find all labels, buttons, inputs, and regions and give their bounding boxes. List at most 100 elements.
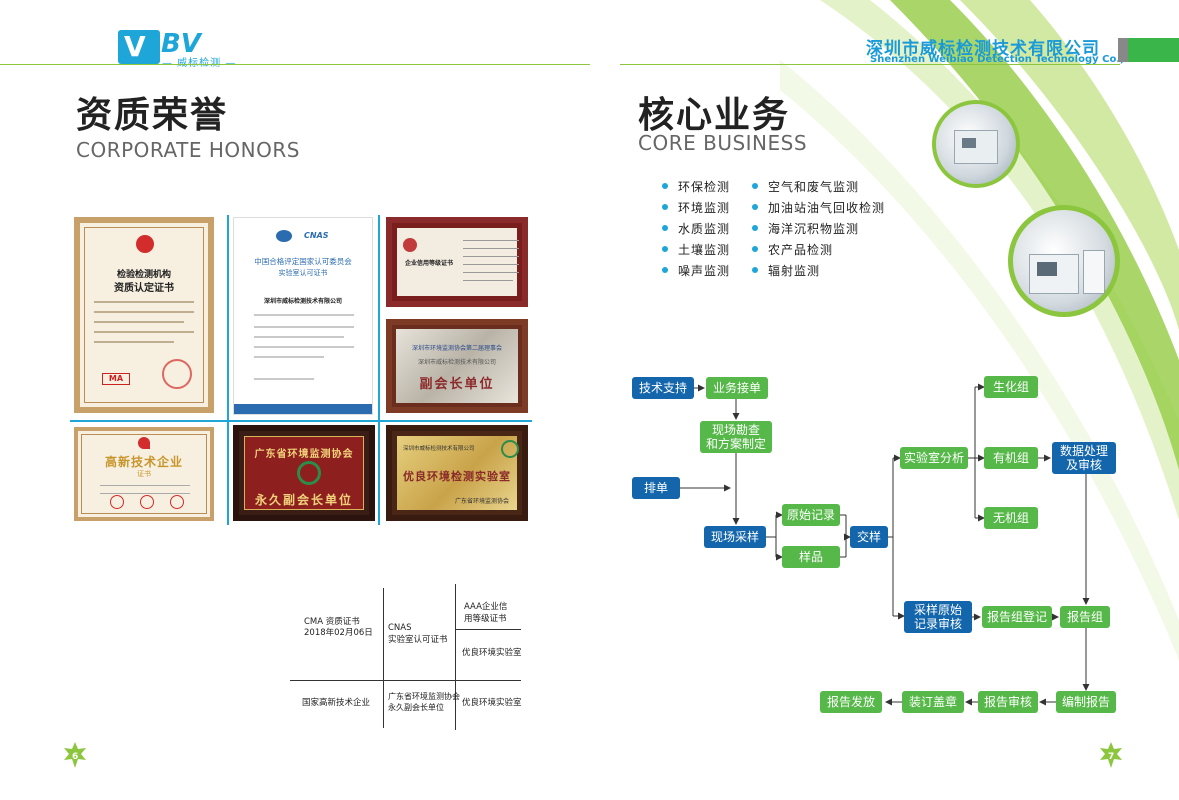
business-item: 海洋沉积物监测	[768, 222, 860, 236]
vice-org: 深圳市环境监测协会第二届理事会	[411, 345, 502, 352]
business-list: 环保检测 环境监测 水质监测 土壤监测 噪声监测 空气和废气监测 加油站油气回收…	[660, 178, 920, 288]
left-title-cn: 资质荣誉	[76, 95, 229, 136]
seal-icon	[170, 495, 184, 509]
flow-sampling-review: 采样原始 记录审核	[904, 601, 972, 633]
association-logo-icon	[501, 440, 519, 458]
logo-text: BV	[161, 29, 202, 59]
business-item: 环保检测	[678, 180, 731, 194]
flow-organic-group: 有机组	[984, 447, 1038, 469]
legend-divider	[456, 629, 521, 630]
flow-data-processing: 数据处理 及审核	[1052, 442, 1116, 474]
legend-aaa-1: AAA企业信	[464, 602, 508, 612]
ilac-logo-icon	[276, 230, 292, 242]
company-name-cn: 深圳市威标检测技术有限公司	[866, 39, 1100, 59]
hitech-logo-icon	[138, 437, 150, 449]
page-number-left: 6	[72, 752, 79, 762]
hitech-text: 高新技术企业	[104, 455, 183, 469]
bullet-icon	[752, 225, 758, 231]
flow-tech-support: 技术支持	[632, 377, 694, 399]
cma-title-1: 检验检测机构	[116, 270, 171, 280]
legend-aaa-2: 用等级证书	[464, 614, 507, 624]
page-number-right: 7	[1108, 752, 1115, 762]
bullet-icon	[662, 225, 668, 231]
lab-equipment-photo-2	[1008, 205, 1120, 317]
lab-org: 广东省环境监测协会	[454, 498, 509, 505]
business-item: 农产品检测	[768, 243, 834, 257]
header-bar-green	[1128, 38, 1179, 62]
left-title-en: CORPORATE HONORS	[76, 138, 300, 162]
flow-report-registration: 报告组登记	[982, 606, 1052, 628]
flow-site-survey: 现场勘查 和方案制定	[700, 421, 772, 453]
leaf-icon	[1100, 742, 1122, 768]
cnas-sub: 实验室认可证书	[278, 269, 328, 277]
header-divider-right	[620, 64, 1120, 65]
vice-text: 副会长单位	[419, 377, 495, 392]
flow-handover: 交样	[850, 526, 888, 548]
flow-site-survey-line2: 和方案制定	[705, 437, 766, 451]
bullet-icon	[752, 246, 758, 252]
legend-gd-2: 永久副会长单位	[388, 703, 444, 712]
lab-equipment-photo-1	[932, 100, 1020, 188]
red-seal-icon	[162, 359, 192, 389]
cnas-company: 深圳市威标检测技术有限公司	[263, 298, 342, 305]
legend-excellent-lab-1: 优良环境实验室	[462, 648, 522, 658]
bullet-icon	[752, 204, 758, 210]
flow-business-order: 业务接单	[706, 377, 768, 399]
flow-inorganic-group: 无机组	[984, 507, 1038, 529]
association-logo-icon	[297, 461, 321, 485]
grid-separator	[70, 420, 532, 422]
right-title-cn: 核心业务	[638, 95, 791, 136]
flow-data-processing-line2: 及审核	[1065, 458, 1102, 472]
legend-divider	[290, 680, 521, 681]
business-item: 土壤监测	[678, 243, 731, 257]
logo-icon	[118, 30, 160, 64]
gd-text: 永久副会长单位	[254, 493, 353, 507]
cnas-certificate: CNAS 中国合格评定国家认可委员会 实验室认可证书 深圳市威标检测技术有限公司	[233, 217, 373, 415]
seal-icon	[140, 495, 154, 509]
flow-biochem-group: 生化组	[984, 376, 1038, 398]
excellent-lab-plaque: 深圳市威标检测技术有限公司 优良环境检测实验室 广东省环境监测协会	[386, 425, 528, 521]
legend-divider	[383, 588, 384, 728]
flow-sampling-review-line2: 记录审核	[913, 617, 962, 631]
logo-mark: V	[124, 30, 146, 63]
business-item: 噪声监测	[678, 264, 731, 278]
grid-separator	[227, 215, 229, 525]
bullet-icon	[662, 246, 668, 252]
national-emblem-icon	[136, 235, 154, 253]
certificate-grid: 检验检测机构 资质认定证书 MA CNAS 中国合格评定国家认可委员会 实验室认…	[70, 215, 532, 525]
vice-company: 深圳市威标检测技术有限公司	[417, 359, 496, 366]
flow-sampling-review-line1: 采样原始	[913, 603, 962, 617]
business-item: 辐射监测	[768, 264, 821, 278]
flow-report-group: 报告组	[1060, 606, 1110, 628]
cnas-org: 中国合格评定国家认可委员会	[254, 257, 352, 266]
cma-certificate: 检验检测机构 资质认定证书 MA	[74, 217, 214, 413]
flow-field-sampling: 现场采样	[704, 526, 766, 548]
decorative-swoosh	[780, 0, 1179, 660]
business-item: 水质监测	[678, 222, 731, 236]
guangdong-vice-president-plaque: 广东省环境监测协会 永久副会长单位	[233, 425, 375, 521]
bullet-icon	[662, 183, 668, 189]
legend-cma-1: CMA 资质证书	[304, 617, 360, 627]
cnas-logo: CNAS	[304, 231, 329, 240]
bullet-icon	[662, 267, 668, 273]
legend-cnas-2: 实验室认可证书	[388, 635, 448, 645]
legend-cnas-1: CNAS	[388, 623, 412, 633]
leaf-icon	[64, 742, 86, 768]
flow-site-survey-line1: 现场勘查	[711, 423, 760, 437]
cma-title-2: 资质认定证书	[114, 283, 174, 294]
cma-badge: MA	[102, 373, 130, 385]
right-title-en: CORE BUSINESS	[638, 131, 808, 155]
aaa-title: 企业信用等级证书	[405, 260, 454, 267]
legend-excellent-lab-2: 优良环境实验室	[462, 698, 522, 708]
flow-lab-analysis: 实验室分析	[900, 447, 968, 469]
bullet-icon	[662, 204, 668, 210]
company-name-en: Shenzhen Weibiao Detection Technology Co…	[870, 54, 1147, 65]
gd-org: 广东省环境监测协会	[254, 449, 354, 460]
aaa-certificate: 企业信用等级证书	[386, 217, 528, 307]
lab-company: 深圳市威标检测技术有限公司	[403, 446, 475, 452]
seal-icon	[110, 495, 124, 509]
bullet-icon	[752, 267, 758, 273]
business-item: 加油站油气回收检测	[768, 201, 886, 215]
flow-sample: 样品	[782, 546, 840, 568]
flow-compile-report: 编制报告	[1056, 691, 1116, 713]
